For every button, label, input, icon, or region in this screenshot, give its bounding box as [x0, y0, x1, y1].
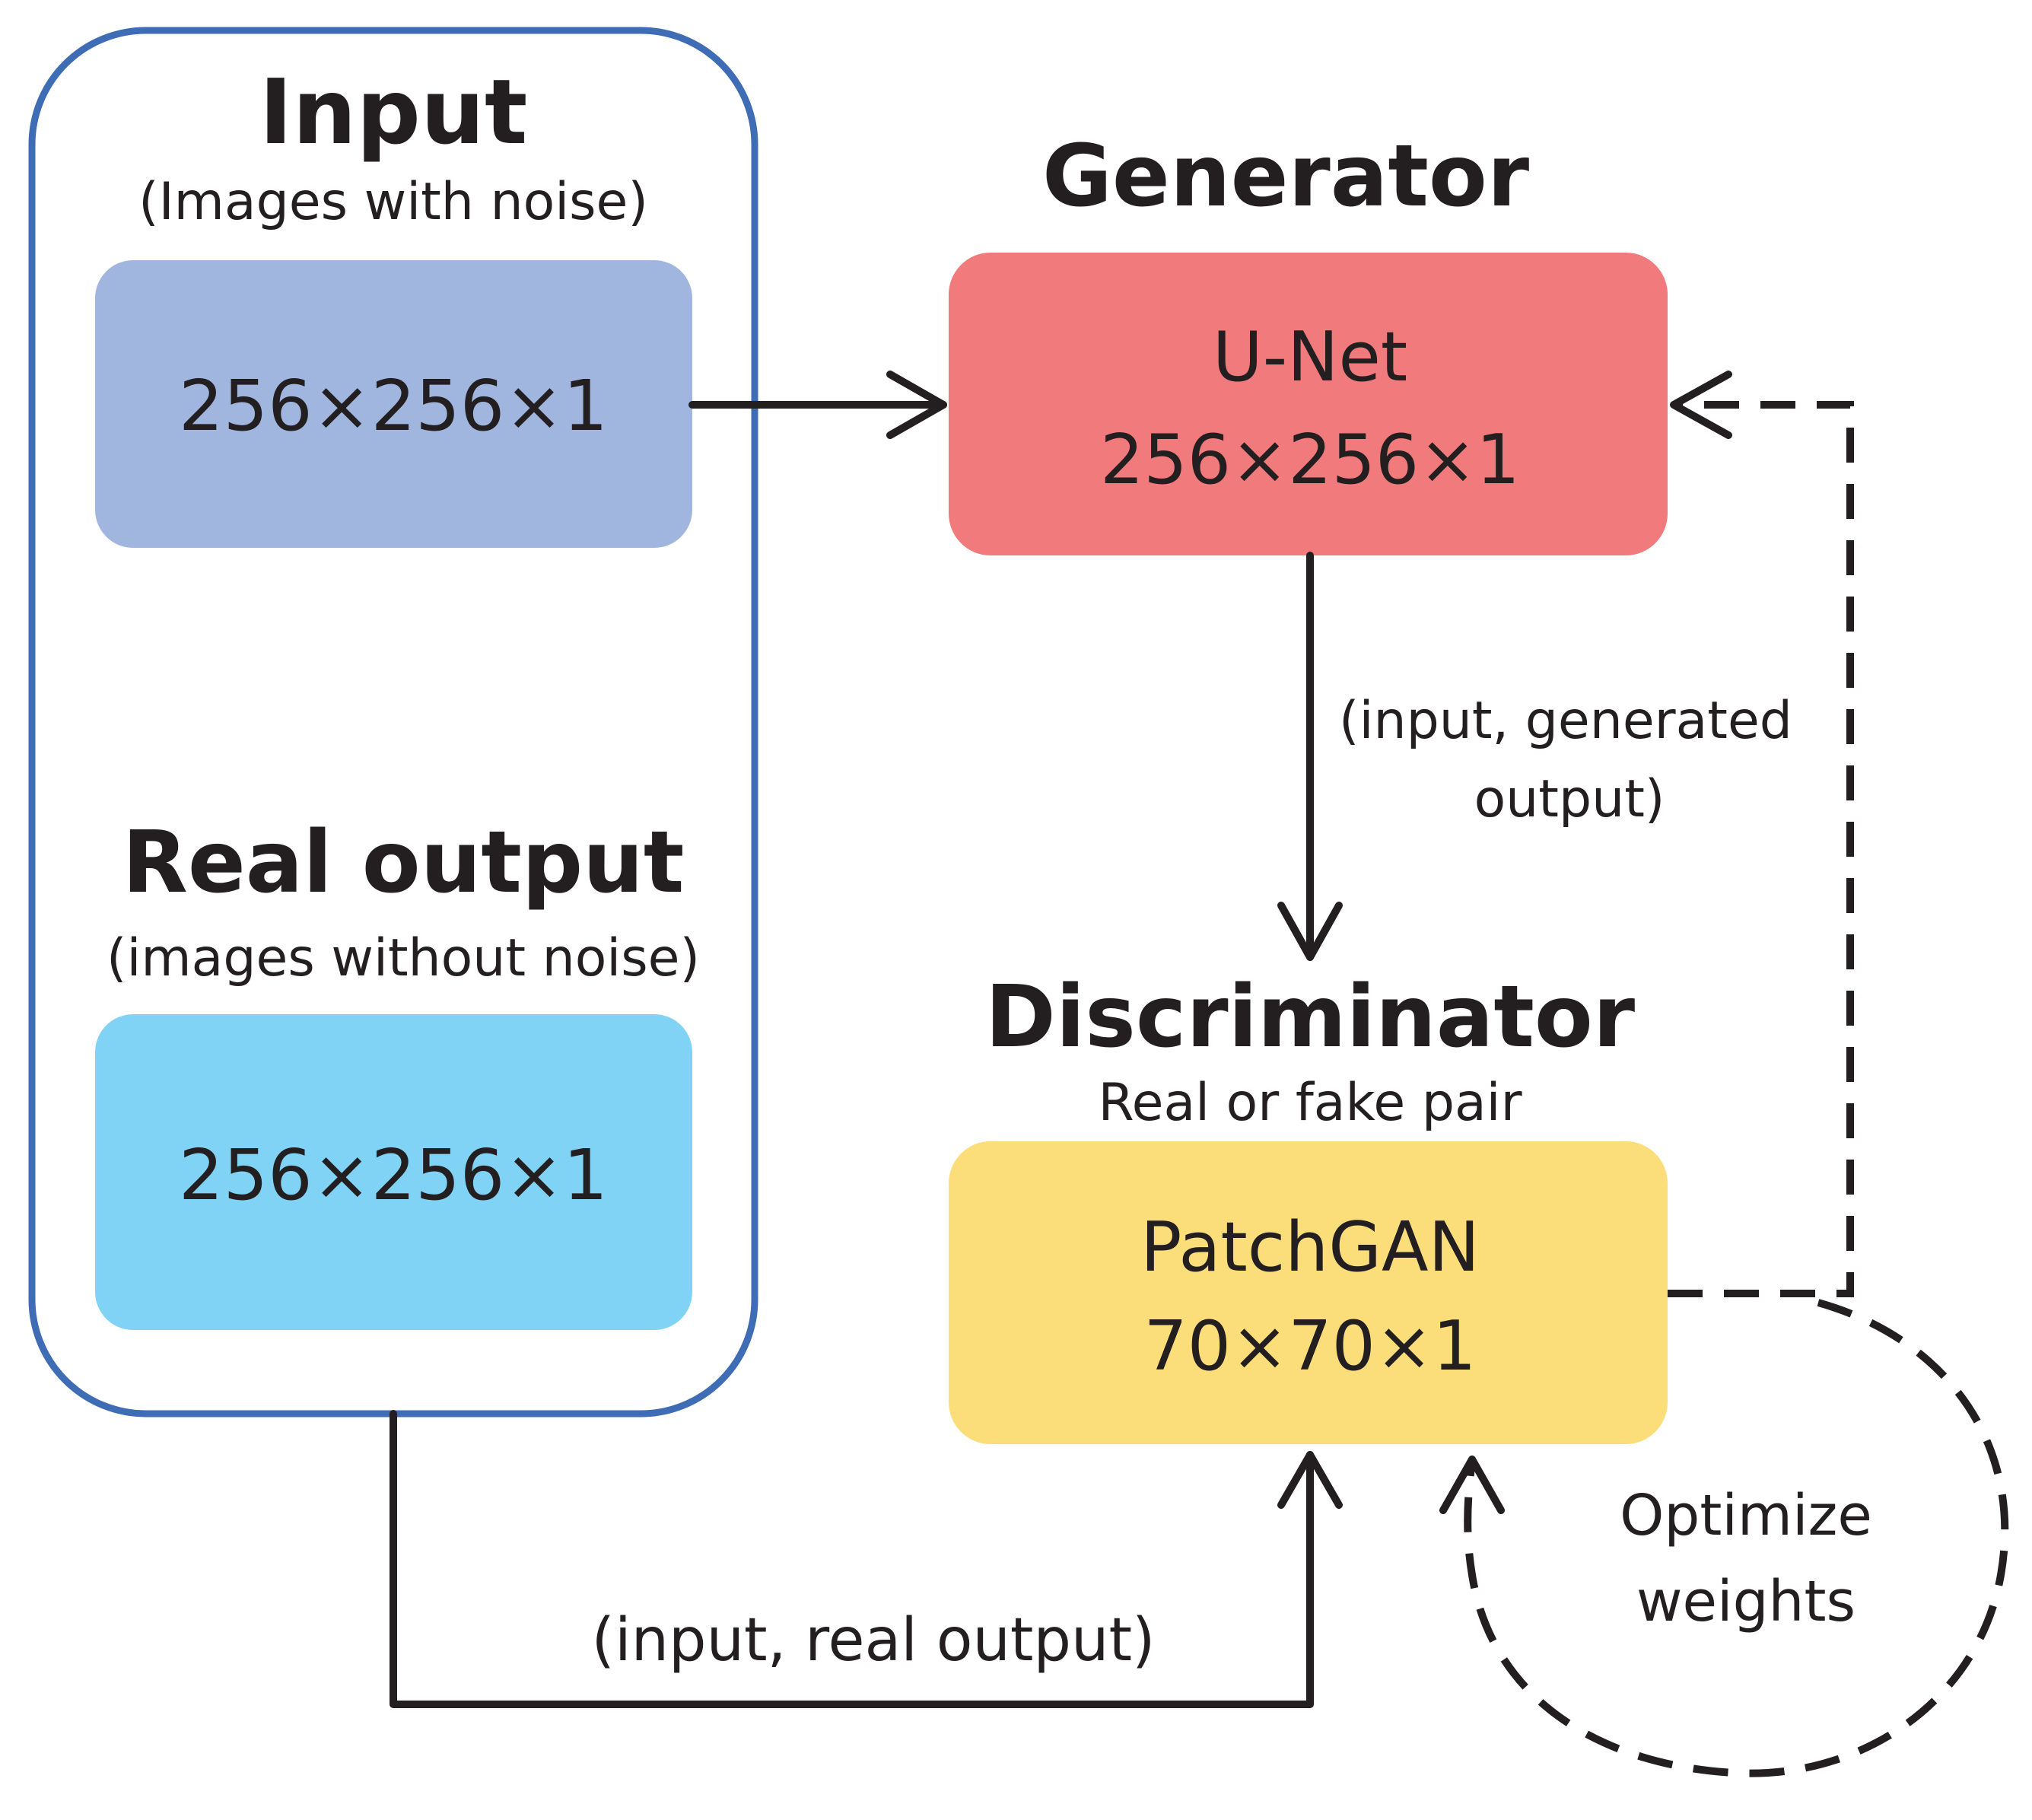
generator-box-line2: 256×256×1: [1100, 420, 1520, 500]
real-output-box-label: 256×256×1: [179, 1134, 608, 1216]
discriminator-box-line1: PatchGAN: [1140, 1208, 1480, 1287]
real-output-subtitle: (images without noise): [107, 928, 700, 988]
generator-to-discriminator-arrow: [1277, 552, 1343, 961]
discriminator-box-line2: 70×70×1: [1143, 1306, 1476, 1386]
optimize-loop: [1439, 1299, 2009, 1777]
generator-box-line1: U-Net: [1213, 317, 1407, 397]
generator-title: Generator: [1042, 127, 1529, 226]
optimize-label-line2: weights: [1636, 1569, 1856, 1634]
real-output-box: [95, 1014, 692, 1330]
discriminator-title: Discriminator: [985, 968, 1635, 1067]
optimize-label-line1: Optimize: [1620, 1483, 1872, 1548]
generated-pair-label-line2: output): [1474, 769, 1665, 829]
input-subtitle: (Images with noise): [138, 172, 648, 232]
input-title: Input: [259, 59, 528, 164]
real-pair-label: (input, real output): [592, 1606, 1156, 1675]
discriminator-subtitle: Real or fake pair: [1098, 1073, 1522, 1133]
input-box: [95, 260, 692, 548]
input-to-generator-arrow: [688, 371, 947, 439]
real-output-title: Real output: [122, 813, 685, 912]
input-box-label: 256×256×1: [179, 365, 608, 447]
feedback-arrow: [1668, 371, 1854, 1297]
discriminator-box: [949, 1141, 1668, 1444]
generated-pair-label-line1: (input, generated: [1339, 691, 1792, 751]
generator-box: [949, 253, 1668, 555]
real-pair-arrow: [390, 1410, 1343, 1708]
